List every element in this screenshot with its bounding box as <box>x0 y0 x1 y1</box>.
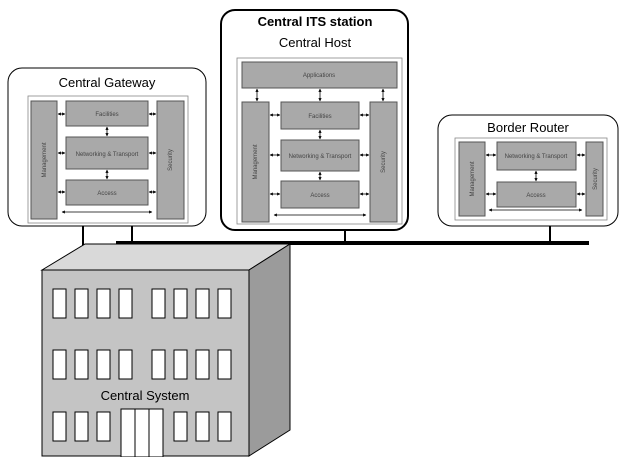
central-gateway: Central Gateway Management Facilities Ne… <box>7 67 207 227</box>
host-facilities-label: Facilities <box>308 114 331 120</box>
central-gateway-title: Central Gateway <box>59 75 156 90</box>
building-top-face <box>40 243 292 271</box>
host-security-label: Security <box>381 151 387 173</box>
host-management-label: Management <box>253 144 259 179</box>
central-system-label: Central System <box>101 388 190 403</box>
gateway-facilities-layer <box>65 100 149 127</box>
host-applications-layer <box>241 61 398 89</box>
router-security-layer <box>585 141 604 217</box>
router-access-label: Access <box>526 193 545 199</box>
router-access-layer <box>496 181 577 208</box>
router-networking-layer <box>496 141 577 171</box>
border-router: Border Router Management Networking & Tr… <box>437 114 619 227</box>
router-security-label: Security <box>593 168 599 190</box>
host-access-layer <box>280 180 360 209</box>
border-router-title: Border Router <box>487 120 569 135</box>
central-its-station-title: Central ITS station <box>258 14 373 29</box>
host-networking-layer <box>280 139 360 172</box>
router-management-label: Management <box>470 161 476 196</box>
host-management-layer <box>241 101 270 223</box>
host-applications-label: Applications <box>303 73 335 79</box>
gateway-security-layer <box>156 100 185 220</box>
router-management-layer <box>458 141 486 217</box>
router-arrows <box>485 153 586 212</box>
gateway-security-label: Security <box>168 149 174 171</box>
host-facilities-layer <box>280 101 360 130</box>
gateway-management-layer <box>30 100 58 220</box>
building-side-face <box>248 243 291 457</box>
gateway-management-label: Management <box>42 142 48 177</box>
gateway-access-label: Access <box>97 191 116 197</box>
host-arrows <box>255 88 385 217</box>
host-security-layer <box>369 101 398 223</box>
gateway-arrows <box>57 112 157 214</box>
gateway-networking-label: Networking & Transport <box>76 152 139 158</box>
central-host-label: Central Host <box>279 35 352 50</box>
building-door <box>120 408 164 458</box>
building-windows <box>52 288 232 442</box>
central-system-building: Central System <box>40 243 292 458</box>
gateway-access-layer <box>65 179 149 206</box>
host-networking-label: Networking & Transport <box>289 154 352 160</box>
host-access-label: Access <box>310 193 329 199</box>
router-networking-label: Networking & Transport <box>505 154 568 160</box>
gateway-facilities-label: Facilities <box>95 112 118 118</box>
gateway-networking-layer <box>65 136 149 170</box>
central-its-station: Central ITS station Central Host Applica… <box>220 9 409 231</box>
